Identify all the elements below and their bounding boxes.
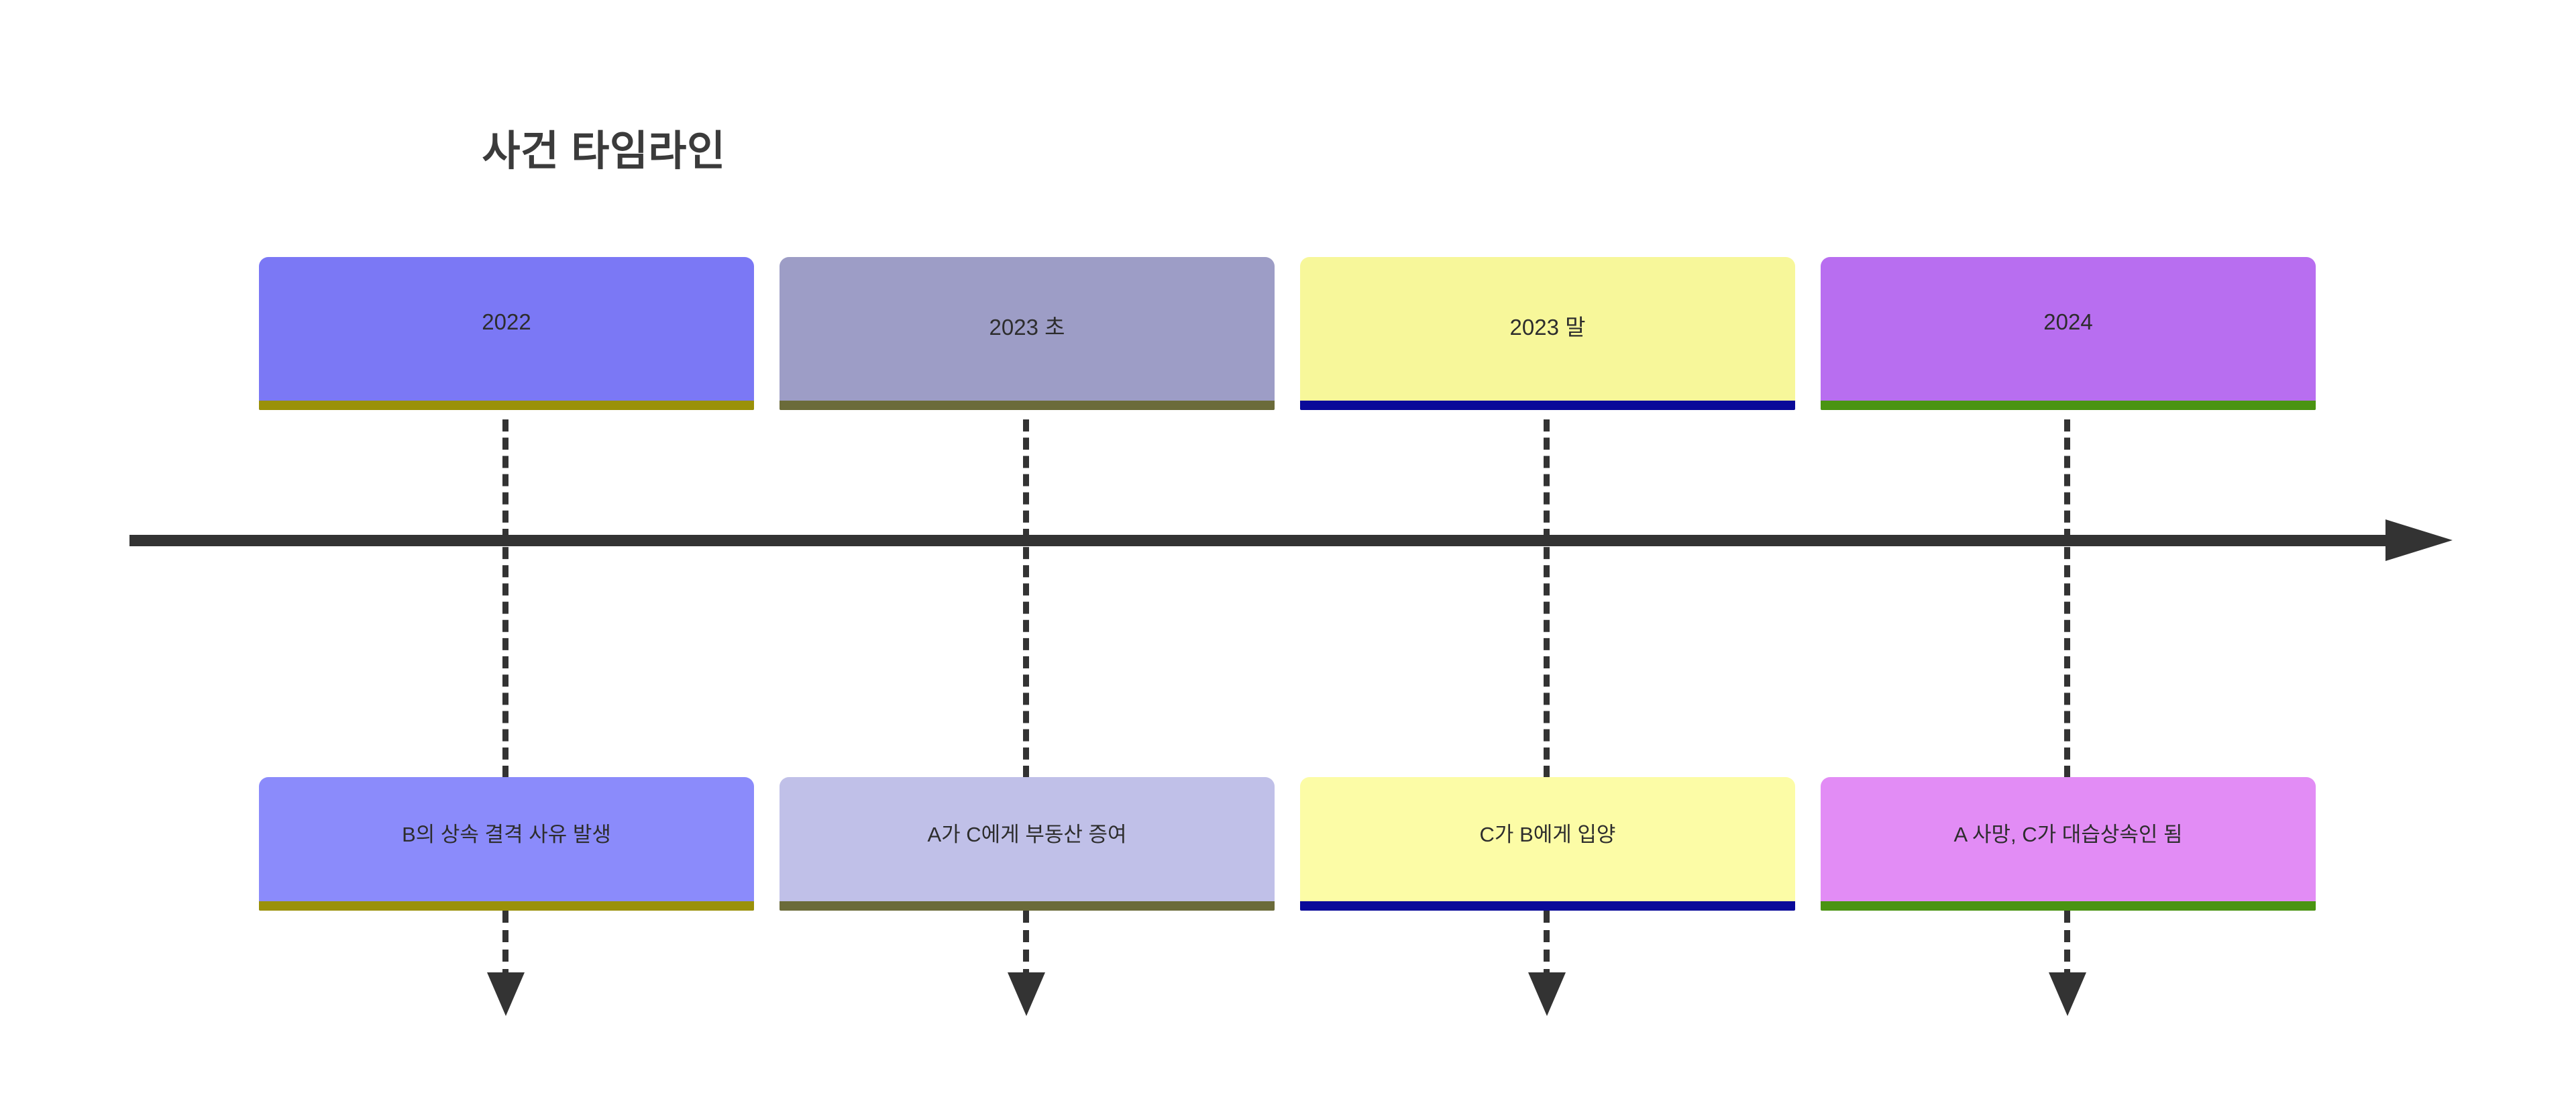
period-card[interactable]: 2023 초 — [780, 257, 1275, 410]
event-label: A 사망, C가 대습상속인 됨 — [1953, 823, 2183, 846]
connector-dashed-line-lower — [1023, 911, 1029, 981]
event-card[interactable]: A가 C에게 부동산 증여 — [780, 777, 1275, 911]
period-card-accent-bar — [780, 401, 1275, 410]
arrow-right-icon — [2385, 519, 2453, 561]
event-card-accent-bar — [780, 901, 1275, 911]
connector-dashed-line-lower — [1544, 911, 1550, 981]
event-card-accent-bar — [259, 901, 754, 911]
event-card[interactable]: C가 B에게 입양 — [1300, 777, 1795, 911]
connector-dashed-line-upper — [1544, 419, 1550, 778]
connector-dashed-line-lower — [502, 911, 508, 981]
arrow-down-icon — [1008, 972, 1045, 1016]
period-label: 2023 말 — [1509, 315, 1586, 340]
period-card-accent-bar — [1300, 401, 1795, 410]
event-card-accent-bar — [1300, 901, 1795, 911]
connector-dashed-line-upper — [1023, 419, 1029, 778]
event-card[interactable]: B의 상속 결격 사유 발생 — [259, 777, 754, 911]
arrow-down-icon — [2049, 972, 2086, 1016]
event-label: A가 C에게 부동산 증여 — [927, 823, 1127, 846]
connector-dashed-line-upper — [2064, 419, 2070, 778]
arrow-down-icon — [487, 972, 525, 1016]
event-card-accent-bar — [1821, 901, 2316, 911]
period-card[interactable]: 2022 — [259, 257, 754, 410]
timeline-column: 2023 말 C가 B에게 입양 — [1300, 0, 1795, 1118]
period-label: 2024 — [2043, 309, 2093, 334]
period-card-accent-bar — [1821, 401, 2316, 410]
period-label: 2023 초 — [989, 315, 1065, 340]
period-label: 2022 — [482, 309, 531, 334]
connector-dashed-line-upper — [502, 419, 508, 778]
connector-dashed-line-lower — [2064, 911, 2070, 981]
event-label: C가 B에게 입양 — [1479, 823, 1616, 846]
timeline-title: 사건 타임라인 — [482, 128, 726, 174]
timeline-column: 2022 B의 상속 결격 사유 발생 — [259, 0, 754, 1118]
event-card[interactable]: A 사망, C가 대습상속인 됨 — [1821, 777, 2316, 911]
event-label: B의 상속 결격 사유 발생 — [402, 823, 611, 846]
arrow-down-icon — [1528, 972, 1566, 1016]
timeline-column: 2024 A 사망, C가 대습상속인 됨 — [1821, 0, 2316, 1118]
period-card-accent-bar — [259, 401, 754, 410]
period-card[interactable]: 2024 — [1821, 257, 2316, 410]
timeline-axis-line — [129, 535, 2390, 546]
period-card[interactable]: 2023 말 — [1300, 257, 1795, 410]
timeline-column: 2023 초 A가 C에게 부동산 증여 — [780, 0, 1275, 1118]
